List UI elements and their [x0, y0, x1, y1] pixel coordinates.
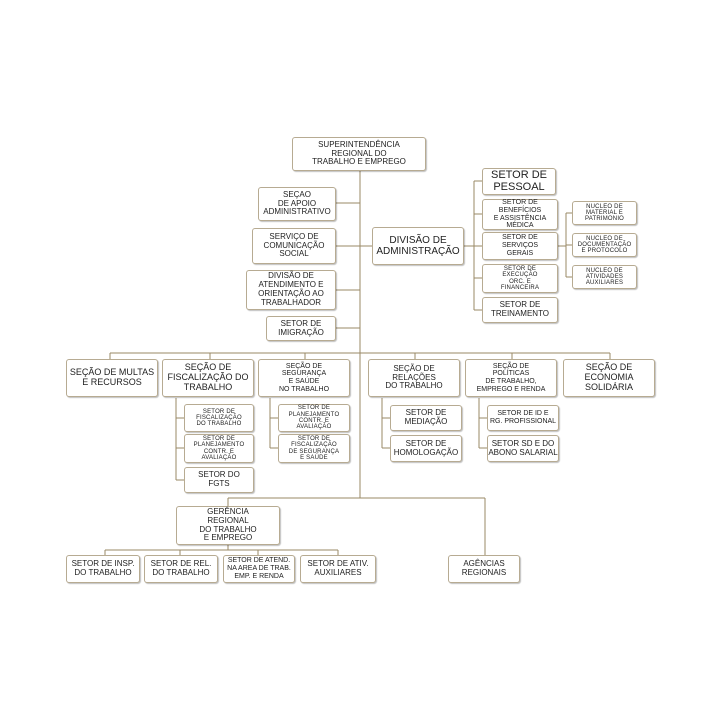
setor-id-profissional-box[interactable]: SETOR DE ID E RG. PROFISSIONAL: [487, 405, 559, 431]
gerencia-regional-label: GERÊNCIA REGIONAL DO TRABALHO E EMPREGO: [199, 506, 257, 543]
secao-apoio-administrativo-box[interactable]: SEÇAO DE APOIO ADMINISTRATIVO: [258, 187, 336, 221]
secao-multas-label: SEÇÃO DE MULTAS E RECURSOS: [69, 367, 155, 387]
divisao-administracao-box[interactable]: DIVISÃO DE ADMINISTRAÇÃO: [372, 227, 464, 265]
servico-comunicacao-social-label: SERVIÇO DE COMUNICAÇÃO SOCIAL: [263, 231, 325, 259]
secao-fiscalizacao-label: SEÇÃO DE FISCALIZAÇÃO DO TRABALHO: [167, 362, 249, 392]
setor-planejamento-seguranca-box[interactable]: SETOR DE PLANEJAMENTO CONTR. E AVALIAÇÃO: [278, 404, 350, 432]
secao-politicas-label: SEÇÃO DE POLÍTICAS DE TRABALHO, EMPREGO …: [476, 362, 546, 393]
setor-pessoal-label: SETOR DE PESSOAL: [490, 168, 548, 193]
nucleo-material-label: NUCLEO DE MATERIAL E PATRIMONIO: [584, 203, 625, 223]
setor-execucao-label: SETOR DE EXECUÇÃO ORC. E FINANCEIRA: [500, 265, 540, 291]
superintendencia-label: SUPERINTENDÊNCIA REGIONAL DO TRABALHO E …: [312, 139, 406, 167]
setor-planejamento-fiscalizacao-label: SETOR DE PLANEJAMENTO CONTR. E AVALIAÇÃO: [193, 435, 245, 461]
setor-treinamento-label: SETOR DE TREINAMENTO: [490, 300, 550, 318]
setor-planejamento-seguranca-label: SETOR DE PLANEJAMENTO CONTR. E AVALIAÇÃO: [288, 405, 340, 431]
divisao-atendimento-label: DIVISÃO DE ATENDIMENTO E ORIENTAÇÃO AO T…: [258, 271, 324, 307]
divisao-atendimento-box[interactable]: DIVISÃO DE ATENDIMENTO E ORIENTAÇÃO AO T…: [246, 270, 336, 310]
setor-imigracao-box[interactable]: SETOR DE IMIGRAÇÃO: [266, 316, 336, 341]
setor-inspecao-box[interactable]: SETOR DE INSP. DO TRABALHO: [66, 555, 140, 583]
secao-fiscalizacao-box[interactable]: SEÇÃO DE FISCALIZAÇÃO DO TRABALHO: [162, 359, 254, 397]
setor-execucao-box[interactable]: SETOR DE EXECUÇÃO ORC. E FINANCEIRA: [482, 264, 558, 293]
setor-beneficios-label: SETOR DE BENEFÍCIOS E ASSISTÊNCIA MÉDICA: [493, 199, 547, 230]
setor-relacoes-gerencia-box[interactable]: SETOR DE REL. DO TRABALHO: [144, 555, 218, 583]
setor-beneficios-box[interactable]: SETOR DE BENEFÍCIOS E ASSISTÊNCIA MÉDICA: [482, 199, 558, 230]
setor-atividades-auxiliares-label: SETOR DE ATIV. AUXILIARES: [307, 559, 369, 577]
nucleo-material-box[interactable]: NUCLEO DE MATERIAL E PATRIMONIO: [572, 201, 637, 225]
setor-id-profissional-label: SETOR DE ID E RG. PROFISSIONAL: [489, 410, 557, 425]
secao-relacoes-box[interactable]: SEÇÃO DE RELAÇÕES DO TRABALHO: [368, 359, 460, 397]
setor-treinamento-box[interactable]: SETOR DE TREINAMENTO: [482, 297, 558, 323]
agencias-regionais-label: AGÊNCIAS REGIONAIS: [461, 559, 507, 577]
secao-economia-solidaria-label: SEÇÃO DE ECONOMIA SOLIDÁRIA: [584, 362, 634, 392]
setor-fiscalizacao-trabalho-label: SETOR DE FISCALIZAÇÃO DO TRABALHO: [196, 408, 242, 428]
superintendencia-box[interactable]: SUPERINTENDÊNCIA REGIONAL DO TRABALHO E …: [292, 137, 426, 171]
secao-apoio-administrativo-label: SEÇAO DE APOIO ADMINISTRATIVO: [263, 189, 331, 217]
nucleo-documentacao-label: NUCLEO DE DOCUMENTAÇÃO E PROTOCOLO: [577, 235, 632, 255]
divisao-administracao-label: DIVISÃO DE ADMINISTRAÇÃO: [376, 235, 460, 257]
setor-homologacao-box[interactable]: SETOR DE HOMOLOGAÇÃO: [390, 435, 462, 462]
secao-politicas-box[interactable]: SEÇÃO DE POLÍTICAS DE TRABALHO, EMPREGO …: [465, 359, 557, 397]
setor-fiscalizacao-trabalho-box[interactable]: SETOR DE FISCALIZAÇÃO DO TRABALHO: [184, 404, 254, 432]
secao-relacoes-label: SEÇÃO DE RELAÇÕES DO TRABALHO: [385, 363, 443, 391]
setor-sd-abono-box[interactable]: SETOR SD E DO ABONO SALARIAL: [487, 435, 559, 462]
setor-servicos-gerais-label: SETOR DE SERVIÇOS GERAIS: [501, 234, 539, 257]
setor-homologacao-label: SETOR DE HOMOLOGAÇÃO: [393, 438, 459, 457]
gerencia-regional-box[interactable]: GERÊNCIA REGIONAL DO TRABALHO E EMPREGO: [176, 506, 280, 545]
agencias-regionais-box[interactable]: AGÊNCIAS REGIONAIS: [448, 555, 520, 583]
setor-atendimento-area-box[interactable]: SETOR DE ATEND. NA AREA DE TRAB. EMP. E …: [223, 555, 295, 583]
setor-fiscalizacao-seguranca-box[interactable]: SETOR DE FISCALIZAÇÃO DE SEGURANÇA E SAÚ…: [278, 434, 350, 463]
setor-atendimento-area-label: SETOR DE ATEND. NA AREA DE TRAB. EMP. E …: [227, 557, 291, 580]
nucleo-atividades-auxiliares-box[interactable]: NUCLEO DE ATIVIDADES AUXILIARES: [572, 265, 637, 289]
secao-seguranca-label: SEÇÃO DE SEGURANÇA E SAÚDE NO TRABALHO: [278, 362, 330, 393]
servico-comunicacao-social-box[interactable]: SERVIÇO DE COMUNICAÇÃO SOCIAL: [252, 228, 336, 264]
setor-fiscalizacao-seguranca-label: SETOR DE FISCALIZAÇÃO DE SEGURANÇA E SAÚ…: [288, 435, 340, 461]
setor-planejamento-fiscalizacao-box[interactable]: SETOR DE PLANEJAMENTO CONTR. E AVALIAÇÃO: [184, 434, 254, 463]
setor-servicos-gerais-box[interactable]: SETOR DE SERVIÇOS GERAIS: [482, 232, 558, 260]
setor-inspecao-label: SETOR DE INSP. DO TRABALHO: [71, 559, 135, 577]
setor-mediacao-box[interactable]: SETOR DE MEDIAÇÃO: [390, 405, 462, 431]
nucleo-documentacao-box[interactable]: NUCLEO DE DOCUMENTAÇÃO E PROTOCOLO: [572, 233, 637, 257]
secao-multas-box[interactable]: SEÇÃO DE MULTAS E RECURSOS: [66, 359, 158, 397]
nucleo-atividades-auxiliares-label: NUCLEO DE ATIVIDADES AUXILIARES: [585, 267, 624, 287]
setor-imigracao-label: SETOR DE IMIGRAÇÃO: [278, 318, 324, 337]
secao-economia-solidaria-box[interactable]: SEÇÃO DE ECONOMIA SOLIDÁRIA: [563, 359, 655, 397]
secao-seguranca-box[interactable]: SEÇÃO DE SEGURANÇA E SAÚDE NO TRABALHO: [258, 359, 350, 397]
setor-sd-abono-label: SETOR SD E DO ABONO SALARIAL: [488, 438, 558, 457]
setor-pessoal-box[interactable]: SETOR DE PESSOAL: [482, 168, 556, 195]
setor-fgts-label: SETOR DO FGTS: [198, 470, 240, 488]
setor-fgts-box[interactable]: SETOR DO FGTS: [184, 467, 254, 493]
setor-atividades-auxiliares-box[interactable]: SETOR DE ATIV. AUXILIARES: [300, 555, 376, 583]
setor-relacoes-gerencia-label: SETOR DE REL. DO TRABALHO: [150, 559, 212, 577]
setor-mediacao-label: SETOR DE MEDIAÇÃO: [404, 408, 448, 426]
